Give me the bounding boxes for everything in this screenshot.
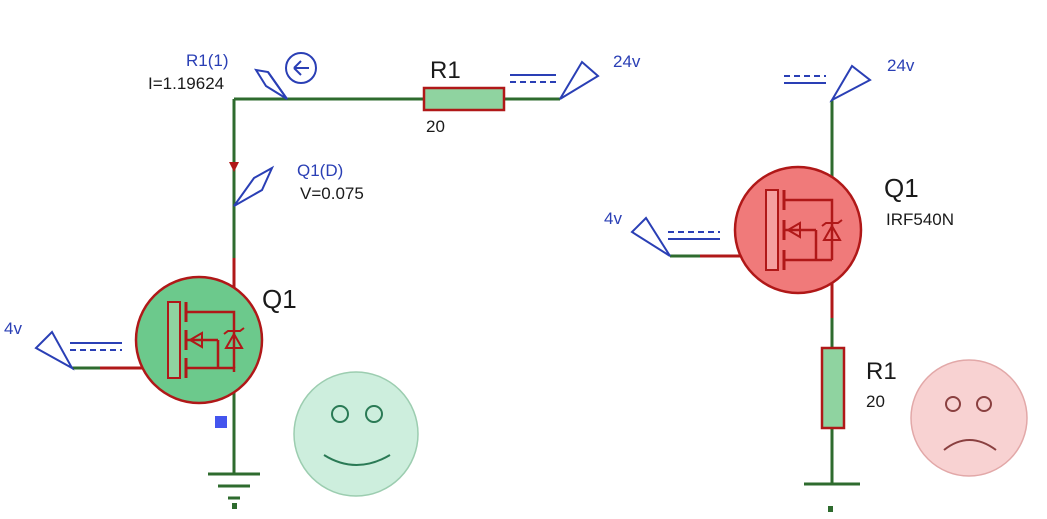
right-supply-terminal[interactable]: [784, 64, 872, 103]
left-gate-terminal[interactable]: [34, 330, 122, 371]
left-ground-stub: [232, 503, 237, 509]
right-resistor[interactable]: [820, 346, 846, 430]
right-gate-terminal[interactable]: [630, 216, 720, 257]
right-supply-label: 24v: [887, 56, 915, 75]
right-mosfet-name: Q1: [884, 173, 919, 203]
left-supply-label: 24v: [613, 52, 641, 71]
right-mosfet[interactable]: [733, 165, 863, 295]
current-probe-arrow-icon: [285, 52, 317, 84]
right-mosfet-part: IRF540N: [886, 210, 954, 229]
left-ground-symbol: [208, 472, 260, 500]
current-probe-name: R1(1): [186, 51, 229, 70]
left-mosfet[interactable]: [134, 275, 264, 405]
right-wires: [670, 100, 834, 484]
selection-marker: [215, 416, 227, 428]
left-mosfet-name: Q1: [262, 284, 297, 314]
right-ground-stub: [828, 506, 833, 512]
current-probe[interactable]: [253, 52, 317, 100]
voltage-probe-name: Q1(D): [297, 161, 343, 180]
current-probe-value: I=1.19624: [148, 74, 224, 93]
voltage-probe[interactable]: [233, 165, 275, 207]
right-circuit: 24v 4v Q1 IRF540N R1 20: [604, 56, 1028, 512]
left-supply-terminal[interactable]: [510, 60, 600, 100]
right-resistor-value: 20: [866, 392, 885, 411]
left-resistor-name: R1: [430, 57, 461, 84]
right-gate-label: 4v: [604, 209, 622, 228]
sad-face-icon: [910, 359, 1028, 477]
happy-face-icon: [293, 371, 419, 497]
left-resistor[interactable]: [422, 86, 506, 112]
right-resistor-name: R1: [866, 358, 897, 385]
left-resistor-value: 20: [426, 117, 445, 136]
voltage-probe-value: V=0.075: [300, 184, 364, 203]
current-direction-arrow: [229, 162, 239, 172]
left-gate-label: 4v: [4, 319, 22, 338]
left-circuit: R1(1) I=1.19624 R1 20 24v Q1(D) V=0.075 …: [4, 51, 641, 509]
